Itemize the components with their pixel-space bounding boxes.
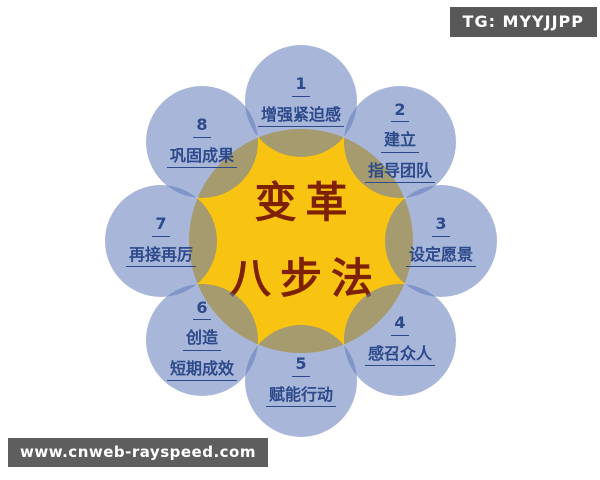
step-circle-1: 1 增强紧迫感 — [245, 45, 357, 157]
step-number: 3 — [432, 214, 450, 237]
step-label: 感召众人 — [364, 344, 435, 366]
website-watermark: www.cnweb-rayspeed.com — [8, 438, 268, 467]
step-number: 5 — [292, 354, 310, 377]
step-label: 巩固成果 — [166, 146, 237, 168]
step-label: 创造 — [182, 328, 221, 351]
step-circle-8: 8 巩固成果 — [146, 86, 258, 198]
step-circle-6: 6 创造 短期成效 — [146, 284, 258, 396]
center-title-line2: 八步法 — [228, 254, 382, 303]
center-title-line1: 变革 — [254, 178, 357, 227]
step-number: 8 — [193, 115, 211, 138]
step-label: 增强紧迫感 — [257, 105, 344, 127]
step-circle-3: 3 设定愿景 — [385, 185, 497, 297]
step-number: 4 — [391, 313, 409, 336]
step-number: 2 — [391, 100, 409, 123]
step-label: 短期成效 — [166, 359, 237, 382]
step-circle-4: 4 感召众人 — [344, 284, 456, 396]
step-label: 赋能行动 — [265, 385, 336, 407]
step-number: 7 — [152, 214, 170, 237]
step-label: 建立 — [380, 130, 419, 153]
step-circle-2: 2 建立 指导团队 — [344, 86, 456, 198]
step-number: 1 — [292, 74, 310, 97]
step-label: 再接再厉 — [125, 245, 196, 267]
step-label: 设定愿景 — [405, 245, 476, 267]
step-circle-7: 7 再接再厉 — [105, 185, 217, 297]
step-circle-5: 5 赋能行动 — [245, 325, 357, 437]
step-number: 6 — [193, 298, 211, 321]
telegram-tag-badge: TG: MYYJJPP — [449, 7, 597, 37]
step-label: 指导团队 — [364, 161, 435, 184]
